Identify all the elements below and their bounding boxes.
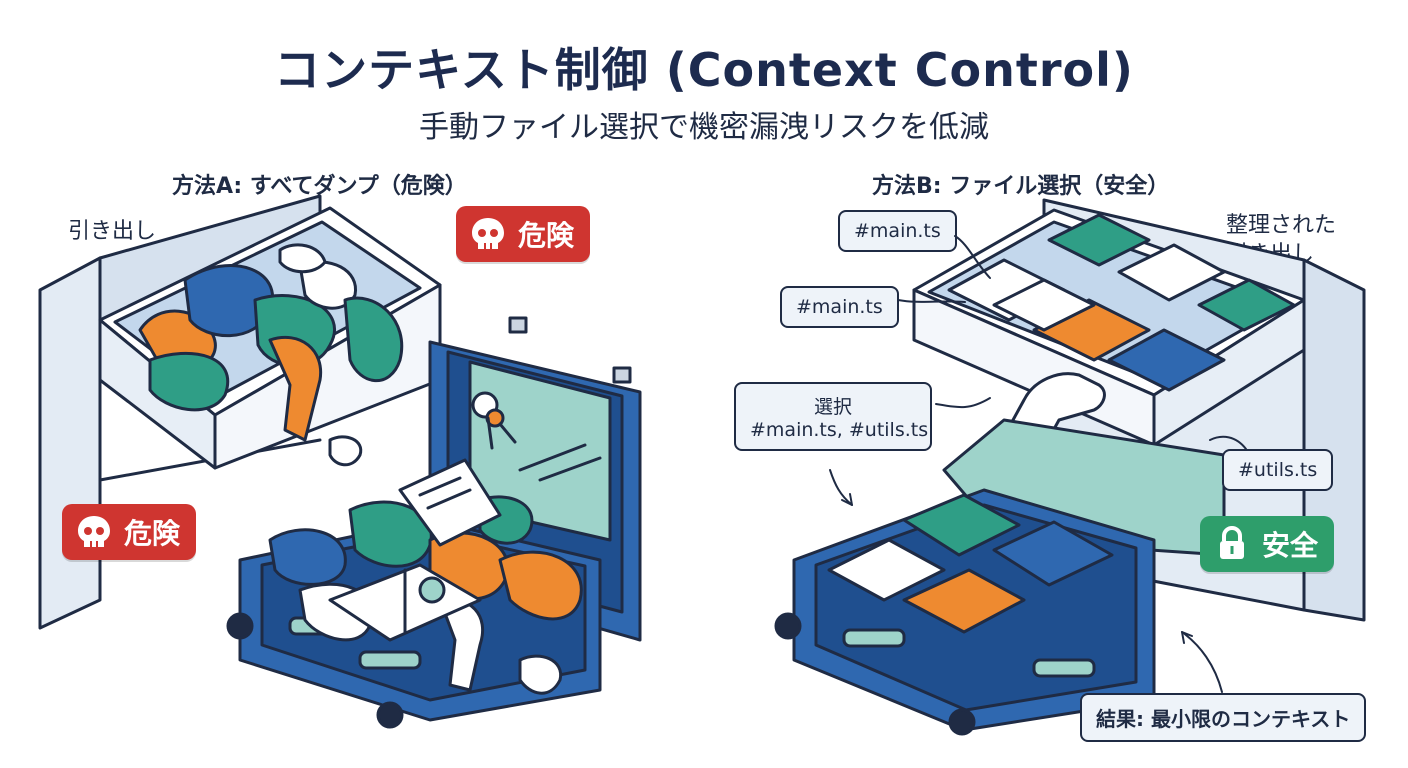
safe-badge: 安全 — [1200, 516, 1335, 572]
keys-icon — [471, 391, 517, 450]
skull-icon — [78, 516, 110, 547]
organized-drawer-label-line1: 整理された — [1226, 213, 1337, 238]
page-subtitle: 手動ファイル選択で機密漏洩リスクを低減 — [419, 110, 989, 145]
messy-dump-illustration — [38, 194, 642, 729]
tag-utils-ts: #utils.ts — [1222, 449, 1334, 491]
lock-icon — [1220, 525, 1244, 559]
skull-icon — [472, 218, 504, 249]
result-callout: 結果: 最小限のコンテキスト — [1080, 693, 1367, 742]
folded-clothes-suitcase — [827, 493, 1114, 634]
page-title: コンテキスト制御 (Context Control) — [274, 43, 1134, 97]
danger-badge-top: 危険 — [456, 206, 591, 262]
danger-badge-top-label: 危険 — [518, 219, 575, 252]
danger-badge-left: 危険 — [62, 504, 197, 560]
confidential-documents — [328, 458, 502, 642]
selected-files-callout: 選択 #main.ts, #utils.ts — [734, 382, 932, 451]
danger-badge-left-label: 危険 — [124, 517, 181, 550]
drawer-label: 引き出し — [68, 219, 157, 244]
safe-badge-label: 安全 — [1262, 529, 1319, 562]
selected-files-list: #main.ts, #utils.ts — [750, 419, 929, 441]
folded-clothes-drawer — [947, 213, 1296, 392]
messy-clothes-drawer — [138, 243, 404, 442]
selective-packing-illustration — [774, 198, 1366, 736]
method-b-heading: 方法B: ファイル選択（安全） — [872, 174, 1170, 199]
tag-main-ts-2: #main.ts — [780, 286, 899, 328]
tag-main-ts-1: #main.ts — [838, 210, 957, 252]
selected-files-title: 選択 — [813, 396, 852, 418]
